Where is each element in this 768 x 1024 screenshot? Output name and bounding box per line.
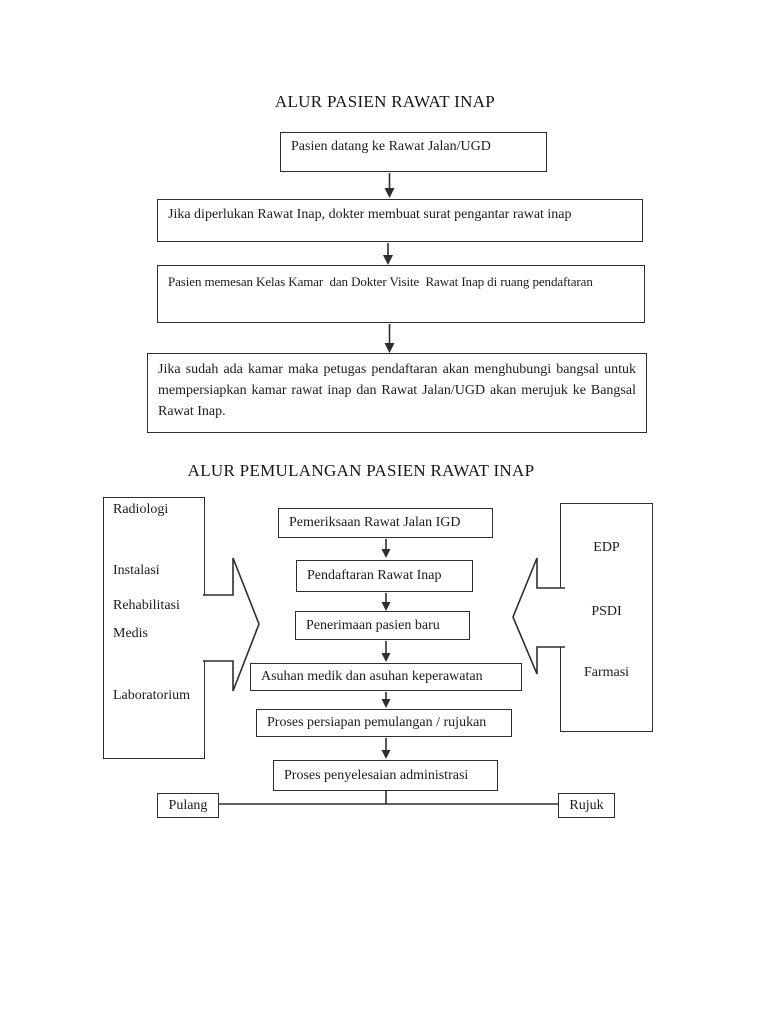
arrowhead-asuhan-persiapan <box>381 699 391 708</box>
left-panel-item-instalasi: Instalasi <box>113 563 160 578</box>
right-panel-item-psdi: PSDI <box>591 604 622 619</box>
flow2-step-pemeriksaan: Pemeriksaan Rawat Jalan IGD <box>278 508 493 538</box>
flow2-step-persiapan-pemulangan: Proses persiapan pemulangan / rujukan <box>256 709 512 737</box>
arrowhead-persiapan-administrasi <box>381 750 391 759</box>
arrowhead-penerimaan-asuhan <box>381 653 391 662</box>
right-chevron-arrow <box>512 557 565 675</box>
outcome-pulang-box: Pulang <box>157 793 219 818</box>
flow2-step-asuhan: Asuhan medik dan asuhan keperawatan <box>250 663 522 691</box>
left-panel-box <box>103 497 205 759</box>
flow2-step-pendaftaran: Pendaftaran Rawat Inap <box>296 560 473 592</box>
left-panel-item-medis: Medis <box>113 626 148 641</box>
right-panel-box <box>560 503 653 732</box>
arrowhead-step1-step2 <box>384 188 395 198</box>
flow1-step-memesan-kamar: Pasien memesan Kelas Kamar dan Dokter Vi… <box>157 265 645 323</box>
flowchart2-title: ALUR PEMULANGAN PASIEN RAWAT INAP <box>187 461 535 480</box>
outcome-rujuk-box: Rujuk <box>558 793 615 818</box>
arrowhead-pemeriksaan-pendaftaran <box>381 549 391 558</box>
left-panel-item-radiologi: Radiologi <box>113 502 169 517</box>
flow2-step-penerimaan: Penerimaan pasien baru <box>295 611 470 640</box>
flowchart1-title: ALUR PASIEN RAWAT INAP <box>274 92 496 111</box>
flow2-step-administrasi: Proses penyelesaian administrasi <box>273 760 498 791</box>
arrowhead-step3-step4 <box>384 343 395 353</box>
left-panel-item-laboratorium: Laboratorium <box>113 688 190 703</box>
right-panel-item-farmasi: Farmasi <box>583 665 630 680</box>
right-panel-item-edp: EDP <box>593 540 620 555</box>
flow1-step-menghubungi-bangsal: Jika sudah ada kamar maka petugas pendaf… <box>147 353 647 433</box>
flow1-step-datang: Pasien datang ke Rawat Jalan/UGD <box>280 132 547 172</box>
arrowhead-step2-step3 <box>383 255 393 265</box>
flow1-step-surat-pengantar: Jika diperlukan Rawat Inap, dokter membu… <box>157 199 643 242</box>
left-panel-item-rehabilitasi: Rehabilitasi <box>113 598 180 613</box>
arrowhead-pendaftaran-penerimaan <box>381 602 391 611</box>
